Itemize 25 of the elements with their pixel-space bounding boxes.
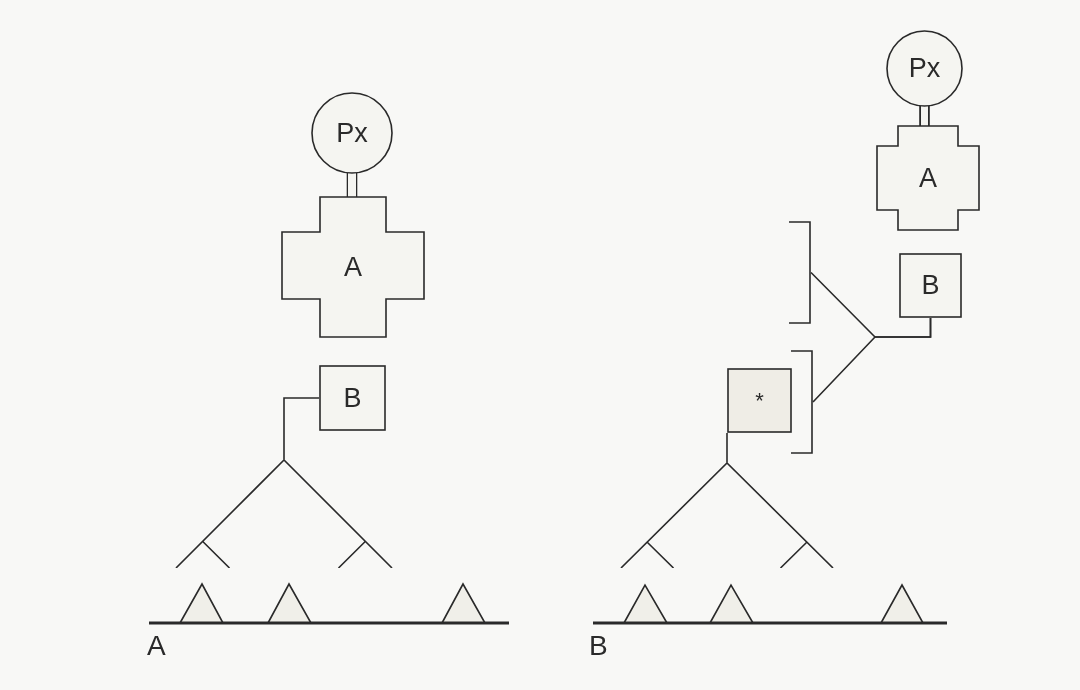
node-label: B [921,272,940,299]
branching-tree-drawing [620,463,834,568]
node-label: A [919,164,937,192]
connector-line [812,317,932,403]
panel-label: A [147,632,166,660]
square-node [319,365,386,431]
double-line-connector [919,106,930,126]
cross-shaped-node [281,196,425,338]
square-node [727,368,792,433]
double-line-connector [346,173,358,197]
node-label: B [343,384,362,412]
bracket [791,350,813,454]
circle-node [311,92,393,174]
panel-label: B [589,632,608,660]
circle-node [886,30,963,107]
bracket [789,221,811,324]
branching-tree-drawing [175,460,393,568]
square-node [899,253,962,318]
connector-line [283,397,320,461]
cross-shaped-node [876,125,980,231]
connector-line [726,432,728,464]
node-label: Px [336,119,368,147]
node-label: Px [908,55,941,82]
node-label: * [755,389,764,412]
node-label: A [344,253,362,281]
